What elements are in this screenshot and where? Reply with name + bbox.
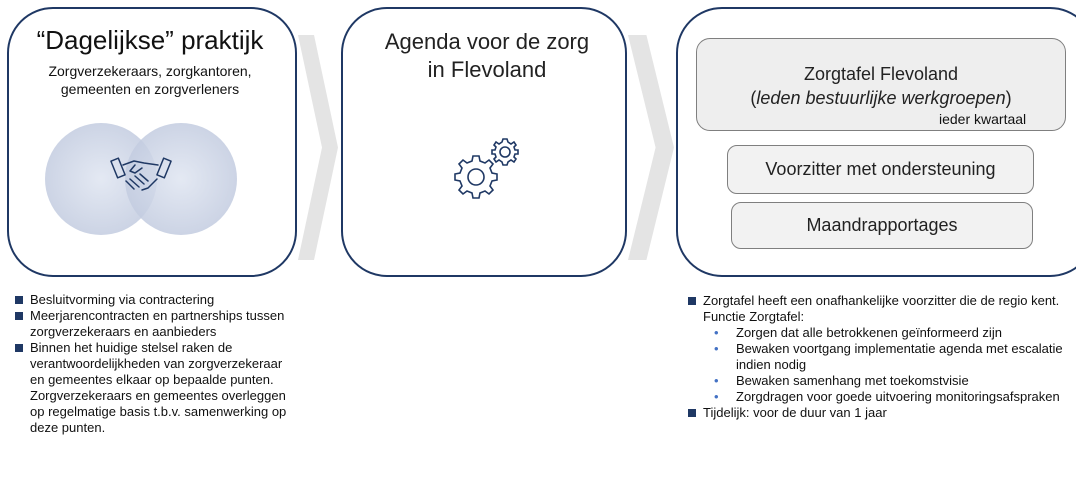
list-item: Binnen het huidige stelsel raken de vera… (15, 340, 295, 436)
box-maandrapportages: Maandrapportages (731, 202, 1033, 249)
panel3-bullet-list: Zorgtafel heeft een onafhankelijke voorz… (688, 293, 1063, 421)
list-item: Zorgtafel heeft een onafhankelijke voorz… (688, 293, 1063, 325)
panel1-title: “Dagelijkse” praktijk (36, 25, 264, 55)
list-item: Tijdelijk: voor de duur van 1 jaar (688, 405, 1063, 421)
list-item: Meerjarencontracten en partnerships tuss… (15, 308, 295, 340)
gears-icon (454, 138, 519, 199)
list-item: Besluitvorming via contractering (15, 292, 295, 308)
panel-agenda (341, 7, 627, 277)
box2-label: Voorzitter met ondersteuning (765, 159, 996, 179)
sub-list-item: Bewaken voortgang implementatie agenda m… (714, 341, 1063, 373)
panel2-title-line2: in Flevoland (427, 57, 547, 82)
box1-line2: (leden bestuurlijke werkgroepen) (750, 88, 1012, 108)
box1-line2-italic: leden bestuurlijke werkgroepen (756, 88, 1006, 108)
box1-frequency-label: ieder kwartaal (939, 111, 1027, 127)
box3-label: Maandrapportages (806, 215, 958, 235)
panel1-subtitle-line2: gemeenten en zorgverleners (60, 81, 240, 97)
sub-list-item: Zorgdragen voor goede uitvoering monitor… (714, 389, 1063, 405)
venn-circle-left (45, 123, 157, 235)
panel2-title: Agenda voor de zorg in Flevoland (352, 28, 622, 84)
box-voorzitter: Voorzitter met ondersteuning (727, 145, 1034, 194)
sub-list-item: Bewaken samenhang met toekomstvisie (714, 373, 1063, 389)
flow-arrow-1 (298, 35, 338, 260)
venn-diagram (45, 123, 237, 235)
venn-circle-right (125, 123, 237, 235)
box1-line1: Zorgtafel Flevoland (803, 64, 959, 84)
flow-arrow-2 (628, 35, 674, 260)
panel1-subtitle: Zorgverzekeraars, zorgkantoren, gemeente… (10, 62, 290, 98)
panel2-title-line1: Agenda voor de zorg (384, 29, 590, 54)
sub-list-item: Zorgen dat alle betrokkenen geïnformeerd… (714, 325, 1063, 341)
panel1-subtitle-line1: Zorgverzekeraars, zorgkantoren, (48, 63, 252, 79)
handshake-icon (110, 157, 172, 191)
panel1-bullet-list: Besluitvorming via contractering Meerjar… (15, 292, 295, 436)
